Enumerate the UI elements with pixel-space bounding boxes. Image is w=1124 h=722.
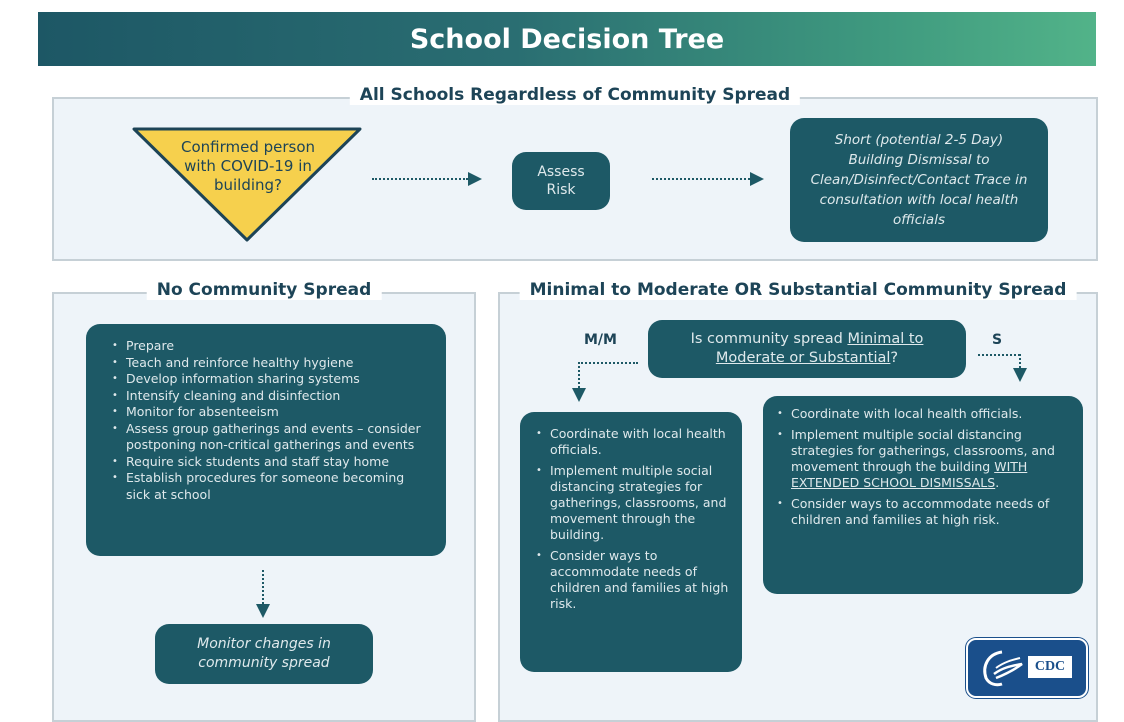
spread-title: Minimal to Moderate OR Substantial Commu… — [519, 280, 1077, 300]
spread-question-link: Minimal to Moderate or Substantial — [715, 331, 924, 366]
arrow-head-1 — [468, 172, 482, 186]
mm-branch-label: M/M — [584, 332, 617, 348]
spread-question-box: Is community spread Minimal to Moderate … — [648, 320, 966, 378]
arrow-head-2 — [750, 172, 764, 186]
no-spread-item: Assess group gatherings and events – con… — [112, 421, 432, 454]
spread-question-post: ? — [890, 350, 899, 366]
page-title: School Decision Tree — [409, 23, 725, 55]
s-item-2-link: WITH EXTENDED SCHOOL DISMISSALS — [791, 459, 1028, 490]
s-arrow-head — [1013, 368, 1027, 382]
dismissal-text: Short (potential 2-5 Day) Building Dismi… — [810, 132, 1028, 228]
s-list: Coordinate with local health officials. … — [777, 406, 1071, 528]
no-spread-item: Require sick students and staff stay hom… — [112, 454, 432, 471]
mm-list: Coordinate with local health officials. … — [536, 426, 732, 612]
mm-actions-box: Coordinate with local health officials. … — [520, 412, 742, 672]
s-actions-box: Coordinate with local health officials. … — [763, 396, 1083, 594]
no-spread-item: Prepare — [112, 338, 432, 355]
question-triangle — [132, 127, 362, 242]
spread-question: Is community spread Minimal to Moderate … — [664, 330, 950, 368]
assess-risk-label: Assess Risk — [537, 164, 585, 198]
question-text: Confirmed person with COVID-19 in buildi… — [180, 138, 316, 194]
arrow-line-1 — [372, 178, 468, 180]
mm-arrow-head — [572, 388, 586, 402]
s-item: Coordinate with local health officials. — [777, 406, 1071, 422]
no-spread-item: Monitor for absenteeism — [112, 404, 432, 421]
assess-risk-box: Assess Risk — [512, 152, 610, 210]
s-item-2-pre: Implement multiple social distancing str… — [791, 427, 1055, 474]
s-arrow-horizontal — [978, 354, 1020, 356]
all-schools-title: All Schools Regardless of Community Spre… — [349, 85, 801, 105]
no-spread-list: Prepare Teach and reinforce healthy hygi… — [112, 338, 432, 503]
no-spread-actions-box: Prepare Teach and reinforce healthy hygi… — [86, 324, 446, 556]
s-arrow-vertical — [1019, 354, 1021, 368]
mm-arrow-vertical — [578, 362, 580, 388]
cdc-logo-text: CDC — [1028, 656, 1072, 678]
dismissal-box: Short (potential 2-5 Day) Building Dismi… — [790, 118, 1048, 242]
hhs-eagle-icon — [983, 650, 1023, 687]
cdc-logo: CDC — [966, 638, 1088, 698]
mm-item: Coordinate with local health officials. — [536, 426, 732, 458]
s-branch-label: S — [992, 332, 1003, 348]
spread-question-pre: Is community spread — [690, 331, 848, 347]
s-item: Implement multiple social distancing str… — [777, 427, 1071, 491]
page-title-banner: School Decision Tree — [38, 12, 1096, 66]
s-item: Consider ways to accommodate needs of ch… — [777, 496, 1071, 528]
mm-item: Consider ways to accommodate needs of ch… — [536, 548, 732, 612]
mm-item: Implement multiple social distancing str… — [536, 463, 732, 543]
monitor-box: Monitor changes in community spread — [155, 624, 373, 684]
arrow-head-3 — [256, 604, 270, 618]
no-spread-item: Develop information sharing systems — [112, 371, 432, 388]
mm-arrow-horizontal — [578, 362, 638, 364]
no-spread-title: No Community Spread — [146, 280, 382, 300]
monitor-text: Monitor changes in community spread — [197, 636, 331, 671]
no-spread-item: Teach and reinforce healthy hygiene — [112, 355, 432, 372]
arrow-line-2 — [652, 178, 750, 180]
arrow-line-3 — [262, 570, 264, 604]
no-spread-item: Establish procedures for someone becomin… — [112, 470, 432, 503]
s-item-2-post: . — [995, 475, 1000, 490]
no-spread-item: Intensify cleaning and disinfection — [112, 388, 432, 405]
